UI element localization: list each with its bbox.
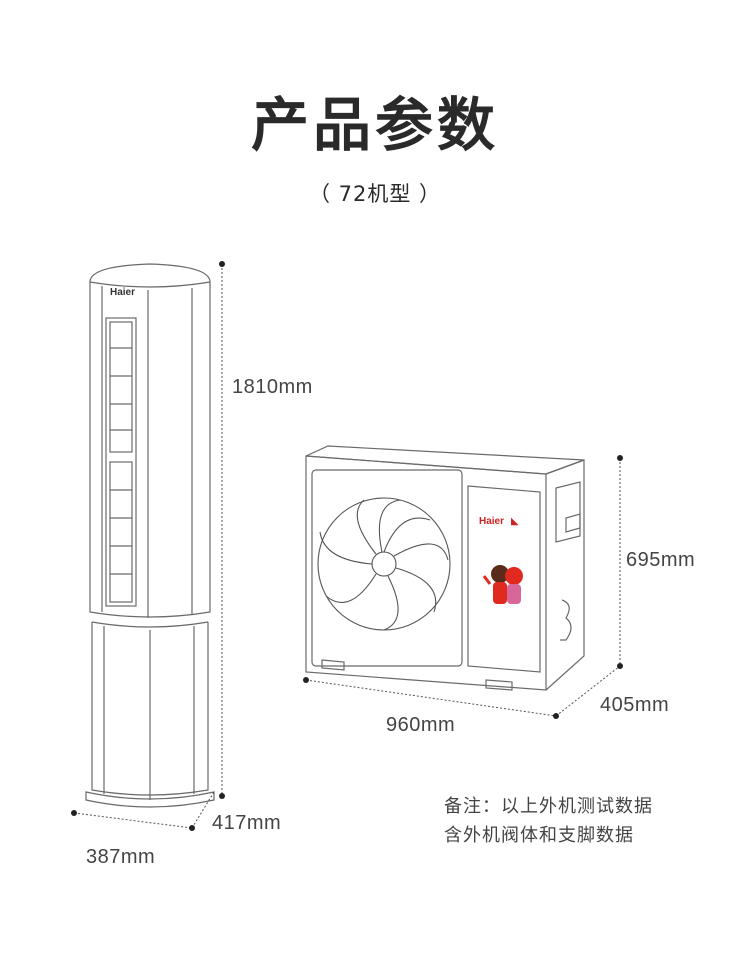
outdoor-dimension-lines	[305, 458, 621, 717]
outdoor-brand-glyph: ◣	[511, 516, 519, 527]
outdoor-depth-label: 405mm	[600, 694, 670, 716]
indoor-dimension-dots	[71, 261, 225, 831]
outdoor-unit-drawing	[305, 445, 585, 691]
indoor-dimension-lines	[73, 264, 223, 829]
indoor-depth-label: 417mm	[212, 812, 282, 834]
outdoor-fan-grille	[317, 497, 451, 631]
indoor-width-label: 387mm	[86, 846, 156, 868]
indoor-unit-drawing	[85, 263, 215, 808]
mascot-icon	[482, 565, 523, 604]
indoor-brand-logo: Haier	[110, 287, 135, 298]
note-line-1: 备注：以上外机测试数据	[444, 796, 653, 817]
outdoor-width-label: 960mm	[386, 714, 456, 736]
model-subtitle: （ 72机型 ）	[308, 182, 442, 206]
outdoor-height-label: 695mm	[626, 549, 696, 571]
note-line-2: 含外机阀体和支脚数据	[444, 825, 634, 846]
outdoor-dimension-dots	[303, 455, 623, 719]
outdoor-brand-logo: Haier	[479, 516, 504, 527]
page-title: 产品参数	[250, 91, 499, 159]
indoor-height-label: 1810mm	[232, 376, 313, 398]
